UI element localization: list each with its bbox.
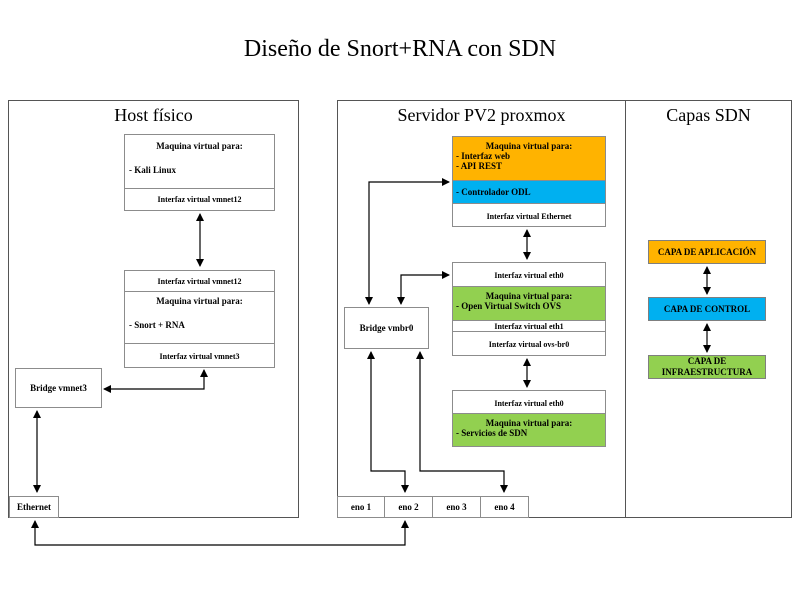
kali-vm-box: Maquina virtual para: - Kali Linux Inter… — [124, 134, 275, 211]
snort-vm-header: Maquina virtual para: — [156, 296, 243, 306]
port-eno1-label: eno 1 — [350, 502, 372, 512]
snort-vm-item: - Snort + RNA — [129, 320, 185, 330]
ethernet-eno2-link — [31, 520, 409, 546]
ovs-vm-header: Maquina virtual para: — [485, 291, 573, 301]
sdn-layer-control: CAPA DE CONTROL — [648, 297, 766, 321]
bridge-vmnet3-label: Bridge vmnet3 — [30, 383, 87, 393]
port-eno3-label: eno 3 — [446, 502, 467, 512]
snort-vmnet12-iface: Interfaz virtual vmnet12 — [125, 271, 274, 292]
odl-controller-label: - Controlador ODL — [456, 187, 531, 197]
web-vm-item-web: - Interfaz web — [456, 151, 510, 161]
sdn-layer-application: CAPA DE APLICACIÓN — [648, 240, 766, 264]
snort-vmnet3-iface: Interfaz virtual vmnet3 — [125, 343, 274, 368]
sdn-services-vm-header: Maquina virtual para: — [485, 418, 573, 428]
ovs-vm-section: Maquina virtual para: - Open Virtual Swi… — [452, 286, 606, 321]
web-vm-app-section: Maquina virtual para: - Interfaz web - A… — [452, 136, 606, 181]
server-panel-title: Servidor PV2 proxmox — [397, 105, 566, 125]
ethernet-port: Ethernet — [9, 496, 59, 518]
kali-vmnet12-iface: Interfaz virtual vmnet12 — [125, 188, 274, 211]
port-eno4-label: eno 4 — [494, 502, 515, 512]
kali-vm-header: Maquina virtual para: — [156, 141, 243, 151]
snort-bridge-link — [103, 369, 208, 393]
host-panel — [8, 100, 299, 518]
web-vm-header: Maquina virtual para: — [485, 141, 573, 151]
sdn-panel-title: Capas SDN — [666, 105, 751, 125]
ovs-vm-item: - Open Virtual Switch OVS — [456, 301, 562, 311]
vmbr0-odl-link — [365, 178, 450, 305]
port-eno2-label: eno 2 — [398, 502, 419, 512]
bridge-vmbr0-label: Bridge vmbr0 — [359, 323, 414, 333]
vmbr0-eno2-link — [367, 351, 409, 493]
ethernet-label: Ethernet — [17, 502, 51, 512]
port-eno4: eno 4 — [480, 496, 529, 518]
sdn-panel — [625, 100, 792, 518]
vmbr0-ovs-link — [397, 271, 450, 305]
web-vm-ethernet-iface: Interfaz virtual Ethernet — [452, 203, 606, 227]
sdn-layer-infrastructure: CAPA DE INFRAESTRUCTURA — [648, 355, 766, 379]
web-vm-item-api: - API REST — [456, 161, 503, 171]
vmbr0-eno4-link — [416, 351, 508, 493]
snort-vm-box: Interfaz virtual vmnet12 Maquina virtual… — [124, 270, 275, 368]
diagram-title: Diseño de Snort+RNA con SDN — [243, 36, 557, 62]
host-panel-title: Host físico — [114, 105, 193, 125]
kali-vm-item: - Kali Linux — [129, 165, 177, 175]
bridge-vmnet3: Bridge vmnet3 — [15, 368, 102, 408]
bridge-vmbr0: Bridge vmbr0 — [344, 307, 429, 349]
